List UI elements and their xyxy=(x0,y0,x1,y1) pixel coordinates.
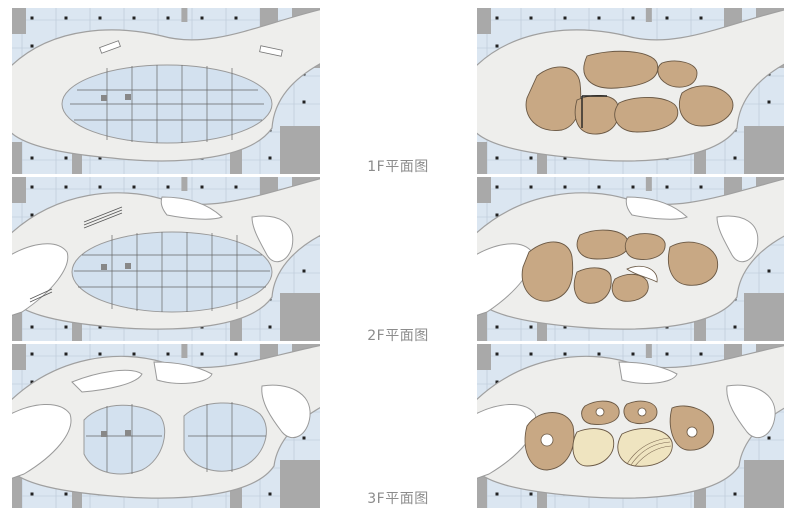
floor-2-caption: 2F平面图 xyxy=(367,328,429,344)
plan-3f-proposed xyxy=(477,344,784,508)
plan-3f-proposed-drawing xyxy=(477,344,784,508)
floor-3-caption: 3F平面图 xyxy=(367,491,429,507)
plan-1f-proposed xyxy=(477,8,784,174)
plan-1f-existing-drawing xyxy=(12,8,320,174)
floor-1-caption: 1F平面图 xyxy=(367,159,429,175)
plan-1f-proposed-drawing xyxy=(477,8,784,174)
plan-1f-existing xyxy=(12,8,320,174)
plan-2f-existing-drawing xyxy=(12,177,320,341)
plan-3f-existing xyxy=(12,344,320,508)
plan-2f-proposed-drawing xyxy=(477,177,784,341)
plan-3f-existing-drawing xyxy=(12,344,320,508)
plan-2f-existing xyxy=(12,177,320,341)
plan-2f-proposed xyxy=(477,177,784,341)
